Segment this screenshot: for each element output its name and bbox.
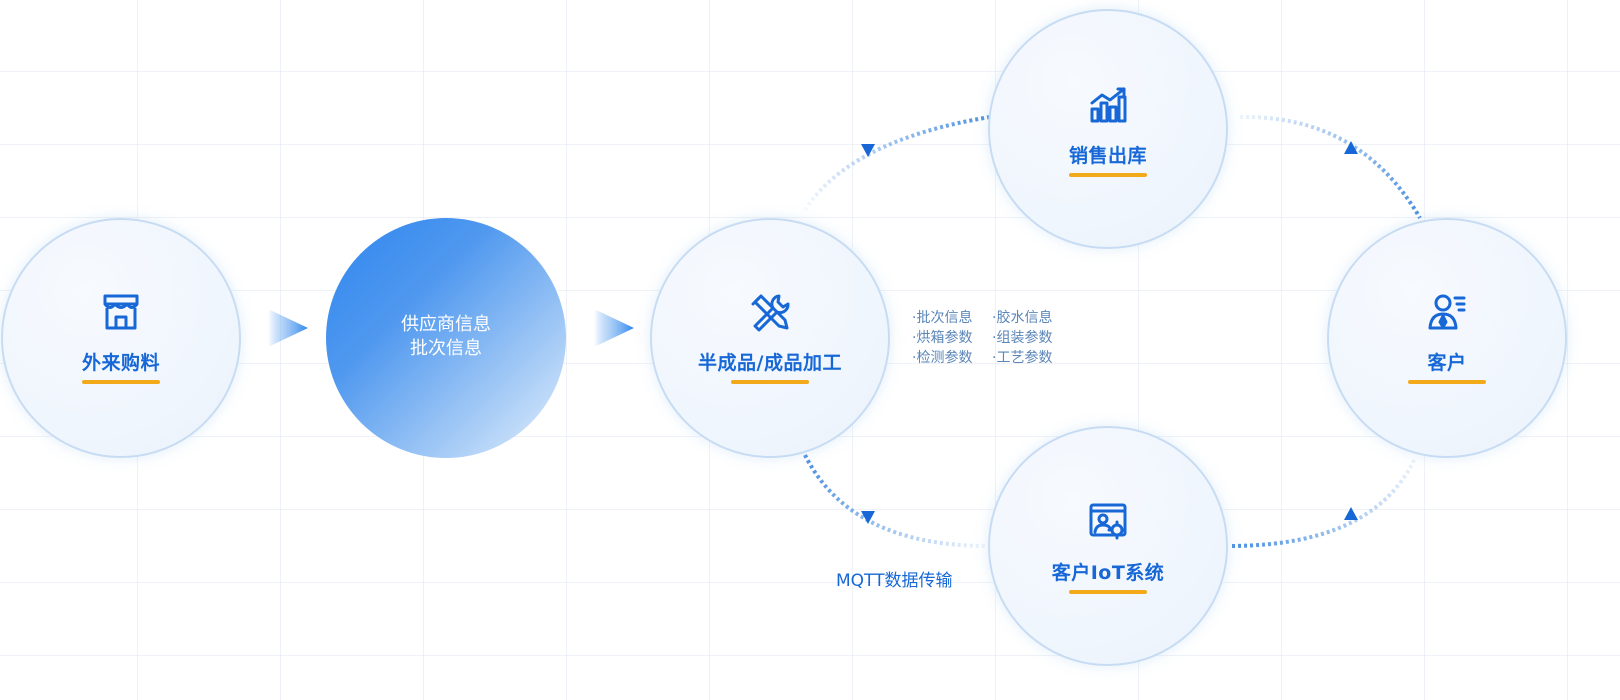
node-label: 半成品/成品加工 xyxy=(698,352,842,374)
arrow-down-icon xyxy=(861,511,875,524)
process-params-list: ·批次信息 ·胶水信息 ·烘箱参数 ·组装参数 ·检测参数 ·工艺参数 xyxy=(912,308,1072,368)
connector-iot-to-customer xyxy=(1231,457,1417,548)
supplier-info-text: 供应商信息 xyxy=(401,314,491,335)
node-label: 客户 xyxy=(1427,352,1467,374)
label-underline xyxy=(1069,590,1147,594)
iot-dashboard-icon xyxy=(1089,503,1127,540)
connector-processing-to-sales xyxy=(803,115,991,212)
batch-info-text: 批次信息 xyxy=(410,338,482,359)
bar-chart-icon xyxy=(1090,87,1127,123)
params-row: ·批次信息 ·胶水信息 xyxy=(912,308,1072,328)
node-label: 客户IoT系统 xyxy=(1051,562,1165,584)
label-underline xyxy=(731,380,809,384)
param-oven: ·烘箱参数 xyxy=(912,330,973,346)
node-iot-system[interactable]: 客户IoT系统 xyxy=(988,426,1228,666)
tools-icon xyxy=(751,294,790,332)
flow-arrow-icon xyxy=(594,309,634,347)
params-row: ·烘箱参数 ·组装参数 xyxy=(912,328,1072,348)
node-label: 外来购料 xyxy=(81,352,160,374)
connector-sales-to-customer xyxy=(1239,114,1422,220)
store-icon xyxy=(103,294,139,330)
label-underline xyxy=(1408,380,1486,384)
params-row: ·检测参数 ·工艺参数 xyxy=(912,348,1072,368)
mqtt-transfer-label: MQTT数据传输 xyxy=(836,571,953,591)
node-purchase[interactable]: 外来购料 xyxy=(1,218,241,458)
node-processing[interactable]: 半成品/成品加工 xyxy=(650,218,890,458)
node-customer[interactable]: 客户 xyxy=(1327,218,1567,458)
label-underline xyxy=(82,380,160,384)
param-batch-info: ·批次信息 xyxy=(912,310,973,326)
param-process: ·工艺参数 xyxy=(992,350,1053,366)
flow-arrow-icon xyxy=(268,309,308,347)
param-inspection: ·检测参数 xyxy=(912,350,973,366)
connector-processing-to-iot xyxy=(803,454,986,548)
node-supplier-info[interactable]: 供应商信息 批次信息 xyxy=(326,218,566,458)
param-assembly: ·组装参数 xyxy=(992,330,1053,346)
node-label: 销售出库 xyxy=(1068,145,1147,167)
label-underline xyxy=(1069,173,1147,177)
arrow-up-icon xyxy=(1344,507,1358,520)
arrow-down-icon xyxy=(861,144,875,157)
user-icon xyxy=(1428,294,1466,330)
arrow-up-icon xyxy=(1344,141,1358,154)
param-glue-info: ·胶水信息 xyxy=(992,310,1053,326)
node-sales[interactable]: 销售出库 xyxy=(988,9,1228,249)
